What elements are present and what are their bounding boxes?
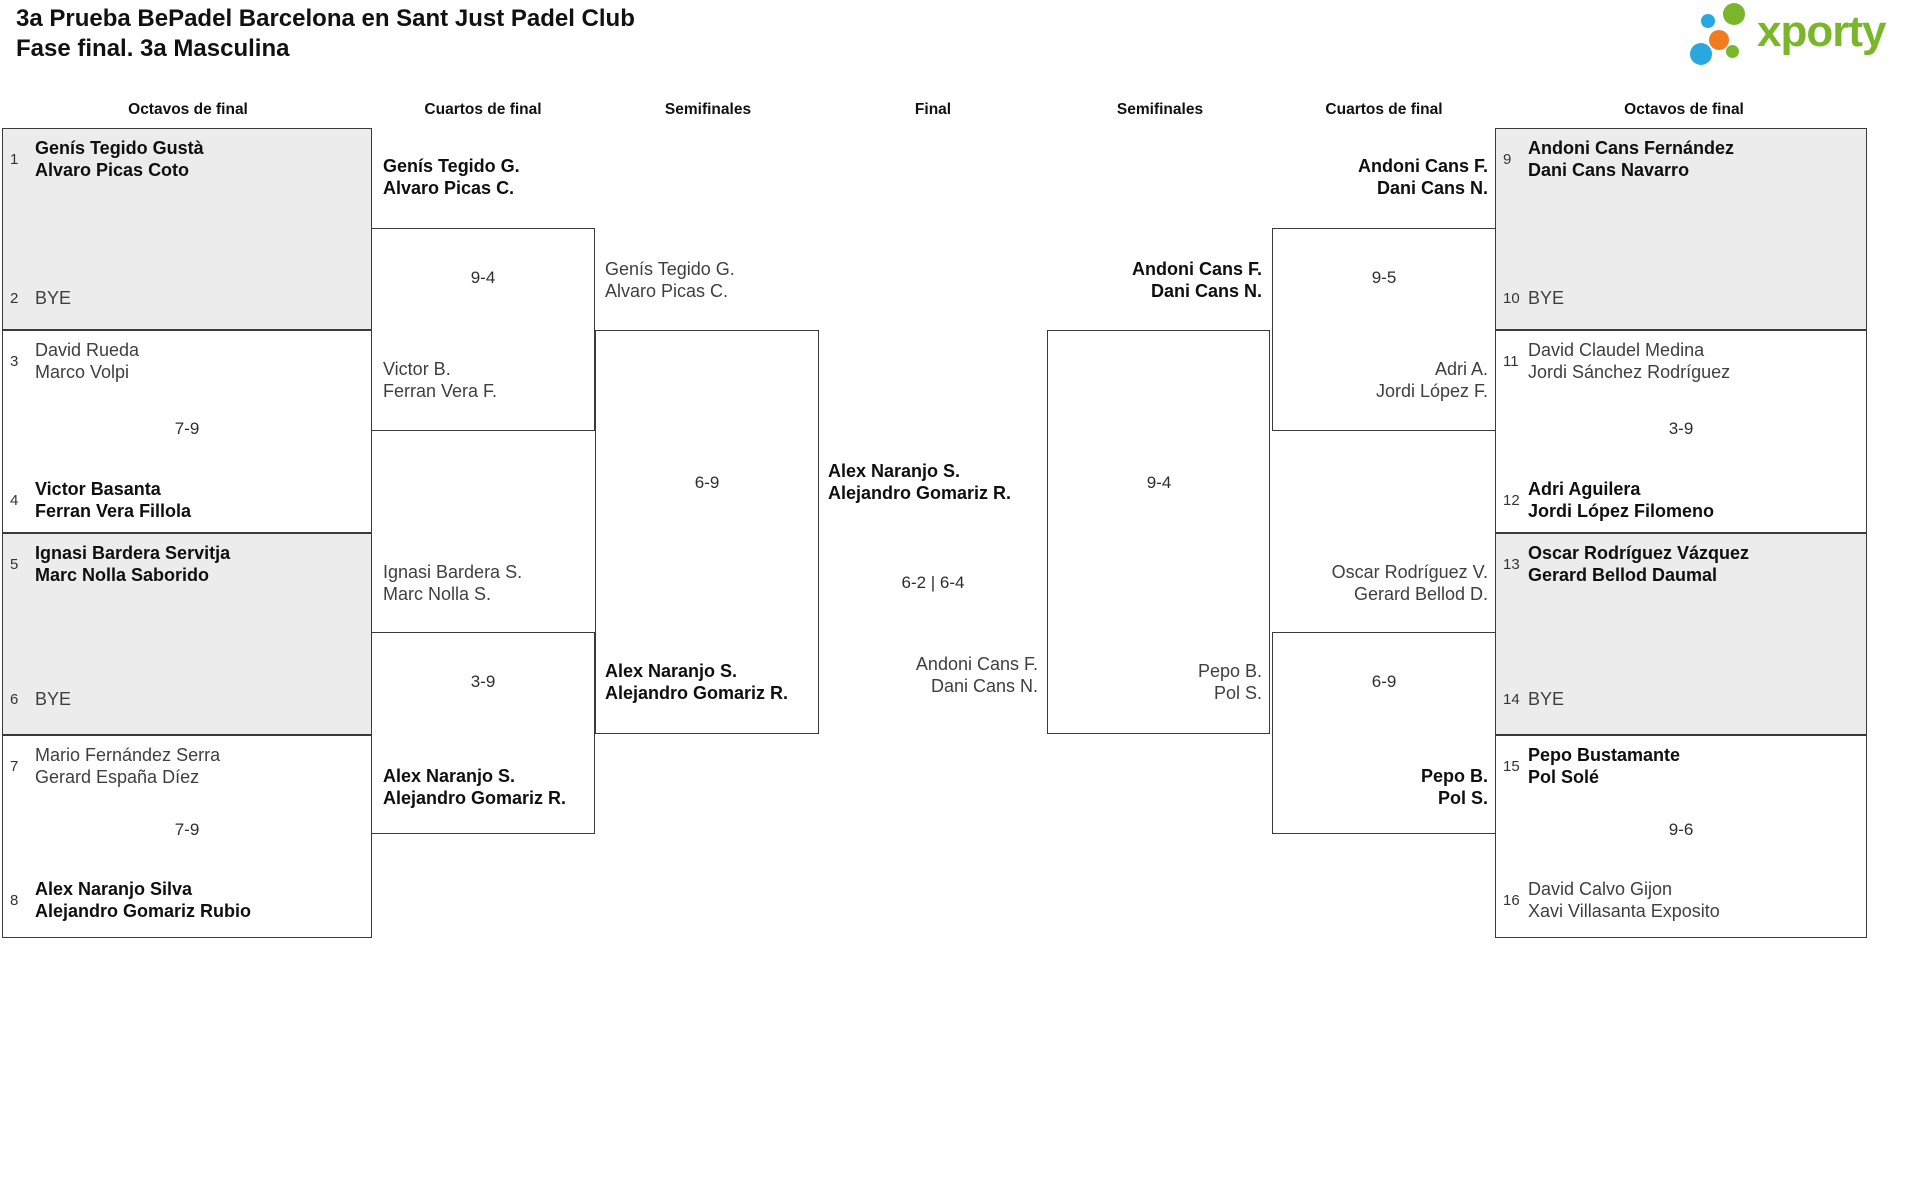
match-score: 7-9	[174, 820, 200, 839]
match-box-seeds-7-8	[2, 735, 372, 938]
match-box-seeds-11-12	[1495, 330, 1867, 533]
page-title-block: 3a Prueba BePadel Barcelona en Sant Just…	[16, 4, 635, 64]
seed-number: 11	[1503, 352, 1519, 370]
match-box-quarter-right-2	[1272, 632, 1497, 834]
seed-number: 16	[1503, 891, 1520, 909]
match-score: 9-5	[1371, 268, 1397, 287]
seed-number: 6	[10, 690, 19, 708]
match-score: 6-9	[694, 473, 720, 492]
round-header-final: Final	[914, 101, 952, 118]
team-slot-quarter-right-1-top: Andoni Cans F.Dani Cans N.	[1358, 156, 1488, 198]
seed-number: 14	[1503, 690, 1520, 708]
logo-dot-blue-small-icon	[1701, 14, 1715, 28]
seed-number: 2	[10, 289, 19, 307]
team-slot-quarter-right-1-bottom: Adri A.Jordi López F.	[1375, 359, 1488, 401]
seed-number: 13	[1503, 555, 1520, 573]
seed-number: 15	[1503, 757, 1520, 775]
page-title: 3a Prueba BePadel Barcelona en Sant Just…	[16, 5, 635, 32]
logo-dot-green-small-icon	[1726, 45, 1739, 58]
team-slot-seed-10: 10 BYE	[1503, 288, 1565, 308]
match-score: 9-4	[470, 268, 496, 287]
match-box-seeds-9-10	[1495, 128, 1867, 330]
team-slot-semi-left-top: Genís Tegido G.Alvaro Picas C.	[605, 259, 735, 301]
match-score: 6-9	[1371, 672, 1397, 691]
match-box-seeds-5-6	[2, 533, 372, 735]
seed-number: 4	[10, 491, 19, 509]
match-score: 3-9	[1668, 419, 1694, 438]
team-slot-semi-left-bottom: Alex Naranjo S.Alejandro Gomariz R.	[605, 661, 789, 703]
match-score: 9-4	[1146, 473, 1172, 492]
page-subtitle: Fase final. 3a Masculina	[16, 35, 290, 62]
match-box-semi-right	[1047, 330, 1270, 734]
team-slot-final-runnerup: Andoni Cans F.Dani Cans N.	[915, 654, 1038, 696]
seed-number: 3	[10, 352, 19, 370]
match-score: 7-9	[174, 419, 200, 438]
team-slot-quarter-left-2-top: Ignasi Bardera S.Marc Nolla S.	[383, 562, 523, 604]
round-header-octavos-left: Octavos de final	[128, 101, 248, 118]
match-box-quarter-left-1	[371, 228, 595, 431]
round-header-cuartos-right: Cuartos de final	[1325, 101, 1443, 118]
xporty-logo	[1680, 0, 1910, 80]
match-box-seeds-13-14	[1495, 533, 1867, 735]
match-box-quarter-left-2	[371, 632, 595, 834]
team-slot-seed-6: 6 BYE	[10, 689, 72, 709]
match-score: 3-9	[470, 672, 496, 691]
match-score: 9-6	[1668, 820, 1694, 839]
seed-number: 12	[1503, 491, 1520, 509]
seed-number: 10	[1503, 289, 1520, 307]
match-box-seeds-15-16	[1495, 735, 1867, 938]
team-slot-seed-14: 14 BYE	[1503, 689, 1565, 709]
seed-number: 7	[10, 757, 19, 775]
team-slot-quarter-right-2-top: Oscar Rodríguez V.Gerard Bellod D.	[1331, 562, 1488, 604]
team-slot-quarter-left-2-bottom: Alex Naranjo S.Alejandro Gomariz R.	[383, 766, 567, 808]
seed-number: 1	[10, 150, 19, 168]
logo-dot-orange-icon	[1709, 30, 1729, 50]
round-header-semis-right: Semifinales	[1116, 101, 1204, 118]
team-slot-quarter-left-1-bottom: Victor B.Ferran Vera F.	[383, 359, 498, 401]
match-box-seeds-3-4	[2, 330, 372, 533]
logo-dot-green-large-icon	[1723, 3, 1745, 25]
logo-dot-blue-large-icon	[1690, 43, 1712, 65]
round-header-cuartos-left: Cuartos de final	[424, 101, 542, 118]
logo-wordmark: xporty	[1757, 7, 1886, 56]
team-slot-seed-2: 2 BYE	[10, 288, 72, 308]
round-header-octavos-right: Octavos de final	[1624, 101, 1744, 118]
team-slot-quarter-right-2-bottom: Pepo B.Pol S.	[1420, 766, 1488, 808]
seed-number: 8	[10, 891, 19, 909]
team-slot-semi-right-top: Andoni Cans F.Dani Cans N.	[1132, 259, 1262, 301]
match-box-semi-left	[595, 330, 819, 734]
team-slot-final-champion: Alex Naranjo S.Alejandro Gomariz R.	[828, 461, 1012, 503]
match-box-quarter-right-1	[1272, 228, 1497, 431]
seed-number: 9	[1503, 150, 1512, 168]
final-score: 6-2 | 6-4	[901, 573, 965, 592]
match-box-seeds-1-2	[2, 128, 372, 330]
team-slot-quarter-left-1-top: Genís Tegido G.Alvaro Picas C.	[383, 156, 520, 198]
round-header-semis-left: Semifinales	[664, 101, 752, 118]
seed-number: 5	[10, 555, 19, 573]
team-slot-semi-right-bottom: Pepo B.Pol S.	[1197, 661, 1262, 703]
